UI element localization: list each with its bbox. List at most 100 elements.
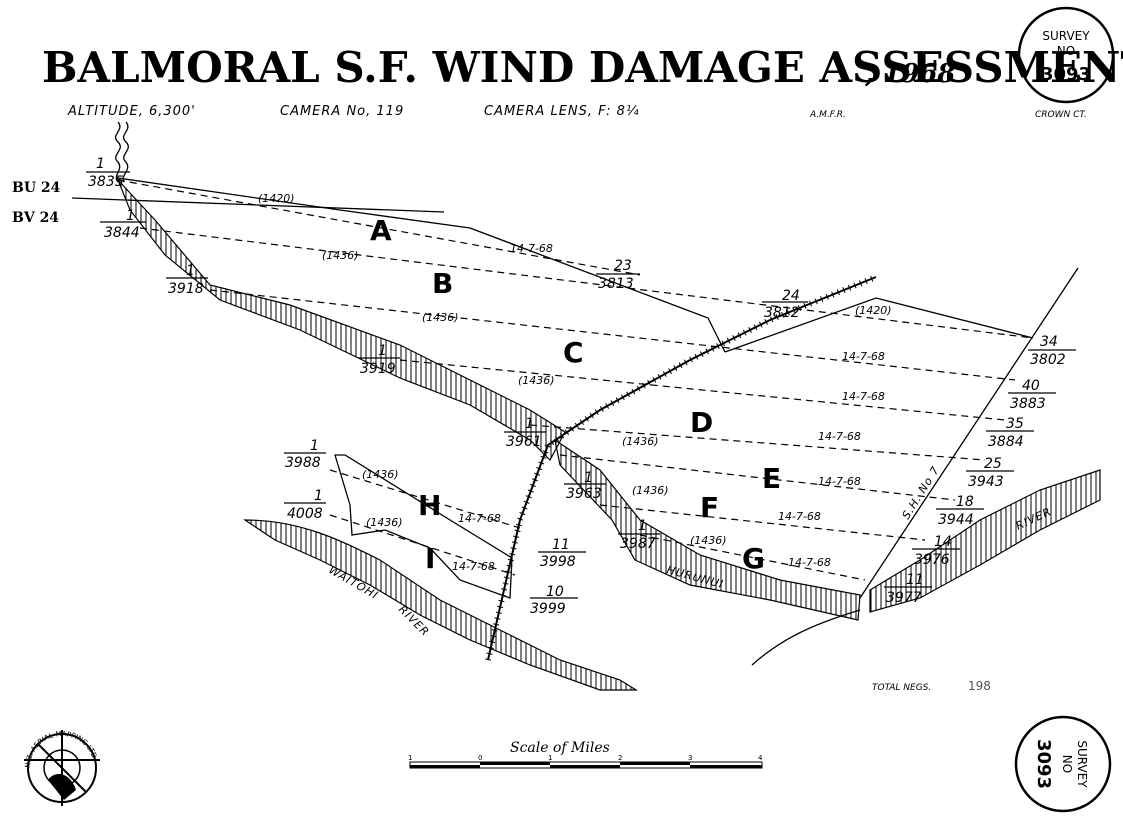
scale-bar: Scale of Miles 1 0 1 2 3 4 — [408, 740, 763, 769]
photo-start-b: 1 3844 — [100, 208, 146, 241]
altitude-c-end: (1420) — [855, 304, 892, 317]
photo-extra-2: 11 3977 — [884, 572, 932, 606]
svg-text:3812: 3812 — [764, 305, 800, 321]
creek-line — [114, 121, 121, 183]
survey-stamp-bottom: SURVEY NO 3093 — [1014, 715, 1112, 813]
map-title: BALMORAL S.F. WIND DAMAGE ASSESSMENT — [42, 43, 1123, 92]
grid-label-bu: BU 24 — [12, 180, 61, 196]
run-letter-g: G — [742, 542, 765, 575]
svg-text:1: 1 — [638, 518, 647, 534]
svg-text:3883: 3883 — [1010, 396, 1046, 412]
altitude-e: (1436) — [622, 435, 659, 448]
run-letter-i: I — [425, 542, 435, 575]
svg-text:3963: 3963 — [566, 486, 602, 502]
lens-label: CAMERA LENS, F: 8¼ — [484, 104, 640, 119]
date-e: 14-7-68 — [818, 430, 861, 443]
svg-text:3988: 3988 — [285, 455, 321, 471]
svg-text:3813: 3813 — [598, 276, 634, 292]
svg-text:23: 23 — [614, 258, 632, 274]
stamp-bottom-number: 3093 — [1033, 739, 1054, 789]
svg-text:1: 1 — [96, 156, 105, 172]
railway-line — [487, 276, 877, 661]
photo-start-d: 1 3919 — [358, 343, 400, 377]
run-line-b — [139, 227, 1034, 339]
scale-tick-1: 0 — [478, 754, 482, 762]
svg-text:1: 1 — [310, 438, 319, 454]
crown-label: CROWN CT. — [1035, 110, 1087, 120]
date-i: 14-7-68 — [452, 560, 495, 573]
svg-text:1: 1 — [186, 263, 195, 279]
svg-text:3977: 3977 — [886, 590, 922, 606]
creek-line-2 — [122, 121, 129, 183]
svg-text:24: 24 — [782, 288, 800, 304]
run-line-d — [399, 359, 1006, 421]
svg-text:25: 25 — [984, 456, 1002, 472]
svg-text:11: 11 — [906, 572, 924, 588]
svg-text:3943: 3943 — [968, 474, 1004, 490]
photo-end-a: 23 3813 — [596, 258, 640, 292]
date-c: 14-7-68 — [842, 350, 885, 363]
svg-text:3961: 3961 — [506, 434, 542, 450]
altitude-i: (1436) — [366, 516, 403, 529]
photo-end-h: 11 3998 — [538, 537, 586, 570]
svg-text:1: 1 — [584, 470, 593, 486]
svg-text:14: 14 — [934, 534, 952, 550]
photo-end-b: 24 3812 — [762, 288, 808, 321]
run-letter-f: F — [700, 491, 719, 524]
scale-tick-0: 1 — [408, 754, 412, 762]
stamp-top-survey: SURVEY — [1042, 29, 1090, 43]
svg-text:3999: 3999 — [530, 601, 566, 617]
svg-text:3919: 3919 — [360, 361, 396, 377]
svg-text:3835: 3835 — [88, 174, 124, 190]
scale-tick-5: 4 — [758, 754, 763, 762]
photo-start-a: 1 3835 — [86, 156, 130, 190]
photo-start-e: 1 3961 — [504, 416, 546, 450]
road-label: S.H. No 7 — [900, 464, 943, 522]
photo-start-f: 1 3963 — [564, 470, 606, 502]
survey-stamp-top: SURVEY NO 3093 — [1017, 6, 1115, 104]
run-line-e — [529, 424, 986, 461]
run-line-h — [329, 469, 521, 529]
aerial-mapping-logo-icon: N.Z. AERIAL MAPPING LTD. — [24, 730, 100, 806]
run-letter-b: B — [432, 267, 453, 300]
svg-text:1: 1 — [126, 208, 135, 224]
svg-text:3844: 3844 — [104, 225, 140, 241]
date-h: 14-7-68 — [458, 512, 501, 525]
svg-text:10: 10 — [546, 584, 564, 600]
date-d: 14-7-68 — [842, 390, 885, 403]
total-negs-label: TOTAL NEGS. — [872, 683, 931, 693]
svg-text:3998: 3998 — [540, 554, 576, 570]
stamp-bottom-survey: SURVEY — [1075, 740, 1089, 788]
scale-tick-2: 1 — [548, 754, 552, 762]
photo-end-e: 35 3884 — [986, 416, 1034, 450]
photo-start-c: 1 3918 — [166, 263, 208, 297]
total-negs-value: 198 — [968, 679, 991, 693]
river-right — [869, 469, 1101, 613]
stamp-bottom-no: NO — [1060, 755, 1074, 773]
altitude-b: (1436) — [322, 249, 359, 262]
svg-text:3884: 3884 — [988, 434, 1024, 450]
scale-label: Scale of Miles — [510, 740, 610, 756]
date-a: 14-7-68 — [510, 242, 553, 255]
run-letter-d: D — [690, 406, 713, 439]
svg-text:4008: 4008 — [287, 506, 323, 522]
altitude-label: ALTITUDE, 6,300' — [67, 104, 196, 119]
date-g: 14-7-68 — [778, 510, 821, 523]
photo-start-i: 1 4008 — [284, 488, 326, 522]
stamp-top-number: 3093 — [1041, 64, 1091, 85]
altitude-f: (1436) — [632, 484, 669, 497]
runs-hi-boundary — [334, 454, 513, 599]
svg-text:1: 1 — [378, 343, 387, 359]
run-letter-c: C — [563, 336, 584, 369]
svg-text:40: 40 — [1022, 378, 1040, 394]
run-line-f — [559, 454, 956, 501]
river-right-bank — [751, 609, 861, 666]
initials-label: A.M.F.R. — [809, 110, 846, 120]
photo-extra-1: 14 3976 — [912, 534, 960, 568]
scale-tick-4: 3 — [688, 754, 692, 762]
svg-text:3918: 3918 — [168, 281, 204, 297]
altitude-c: (1436) — [422, 311, 459, 324]
forest-boundary-northeast — [724, 297, 1034, 353]
forest-boundary-north — [117, 177, 726, 353]
